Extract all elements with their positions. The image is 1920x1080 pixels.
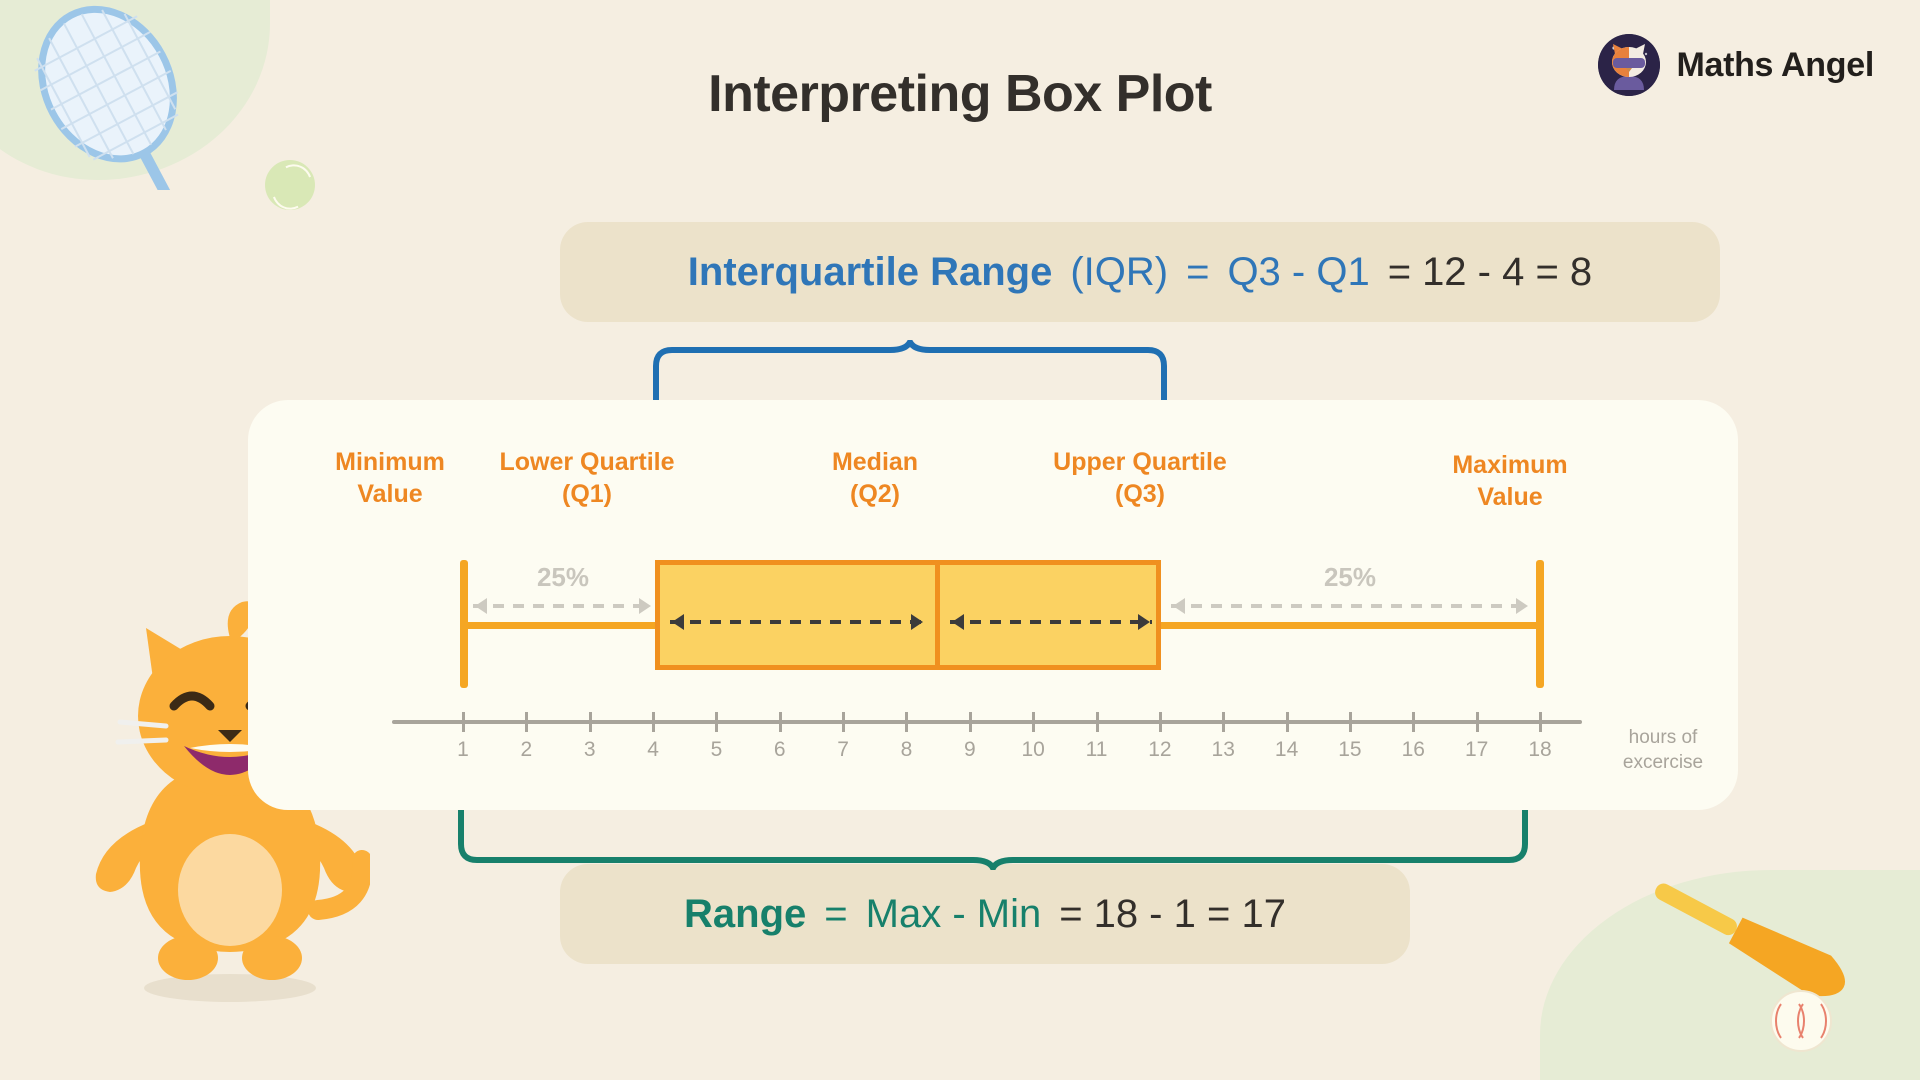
axis-tick-label: 7 — [837, 738, 849, 761]
axis-tick — [1539, 712, 1542, 732]
baseball-bat-icon — [1655, 883, 1846, 997]
median-to-q3-arrow — [950, 614, 1152, 630]
brand-logo: Maths Angel — [1598, 34, 1874, 96]
page-title: Interpreting Box Plot — [708, 65, 1212, 123]
axis-tick-label: 5 — [710, 738, 723, 761]
iqr-equals-1: = — [1186, 249, 1210, 294]
axis-tick-label: 17 — [1464, 738, 1489, 761]
percent-left: 25% — [536, 562, 590, 592]
axis-tick-label: 12 — [1148, 738, 1172, 761]
axis-tick — [905, 712, 909, 732]
axis-tick — [1475, 712, 1479, 732]
left-quarter-arrow — [473, 598, 653, 614]
range-brace — [458, 800, 1528, 870]
range-name: Range — [684, 891, 807, 936]
axis-tick — [715, 712, 719, 732]
box-iqr — [655, 560, 1161, 670]
iqr-brace — [653, 340, 1167, 410]
axis-tick-label: 14 — [1274, 738, 1299, 761]
range-numeric-result: 18 - 1 = 17 — [1093, 891, 1286, 936]
minimum-cap — [460, 560, 468, 688]
axis-tick-label: 2 — [520, 738, 533, 761]
axis-tick — [652, 712, 656, 732]
axis-tick — [462, 712, 465, 732]
baseball-icon — [1770, 990, 1832, 1052]
axis-tick-label: 4 — [647, 738, 659, 761]
iqr-name: Interquartile Range — [687, 249, 1053, 294]
axis-tick-label: 13 — [1211, 738, 1235, 761]
right-quarter-arrow — [1171, 598, 1530, 614]
axis-tick — [1412, 712, 1416, 732]
range-formula-bar: Range = Max - Min = 18 - 1 = 17 — [560, 864, 1410, 964]
iqr-expression: Q3 - Q1 — [1227, 249, 1370, 294]
logo-text: Maths Angel — [1676, 45, 1874, 84]
axis-tick — [778, 712, 782, 732]
range-expression: Max - Min — [865, 891, 1042, 936]
iqr-formula-bar: Interquartile Range (IQR) = Q3 - Q1 = 12… — [560, 222, 1720, 322]
label-upper-quartile: Upper Quartile(Q3) — [1053, 448, 1227, 508]
q1-to-median-arrow — [670, 614, 925, 630]
axis-tick-label: 18 — [1528, 738, 1552, 761]
tennis-racket-icon — [34, 5, 186, 190]
tennis-ball-icon — [265, 160, 315, 210]
axis-tick-label: 1 — [457, 738, 469, 761]
axis-tick — [1158, 712, 1162, 732]
cat-mascot-icon — [1598, 34, 1661, 96]
range-equals-2: = — [1059, 891, 1083, 936]
axis-line — [392, 720, 1582, 724]
axis-tick — [968, 712, 972, 732]
maximum-cap — [1536, 560, 1544, 688]
axis-tick-label: 15 — [1338, 738, 1362, 761]
label-median: Median(Q2) — [831, 448, 919, 508]
axis-tick — [1095, 712, 1099, 732]
axis-tick-label: 16 — [1401, 738, 1425, 761]
label-lower-quartile: Lower Quartile(Q1) — [499, 448, 675, 508]
axis-tick-label: 6 — [773, 738, 786, 761]
axis-tick-label: 3 — [583, 738, 596, 761]
axis-tick-label: 8 — [900, 738, 913, 761]
axis-tick-label: 9 — [963, 738, 976, 761]
axis-tick — [1285, 712, 1289, 732]
axis-tick — [1222, 712, 1226, 732]
axis-tick — [842, 712, 846, 732]
iqr-numeric-result: 12 - 4 = 8 — [1422, 249, 1593, 294]
axis-tick-label: 11 — [1085, 738, 1108, 761]
axis-tick — [525, 712, 529, 732]
percent-right: 25% — [1323, 562, 1377, 592]
axis-tick — [1032, 712, 1036, 732]
axis-tick-label: 10 — [1021, 738, 1045, 761]
iqr-equals-2: = — [1387, 249, 1412, 294]
median-line — [935, 560, 940, 670]
range-equals-1: = — [824, 891, 848, 936]
axis-tick — [1348, 712, 1352, 732]
axis-tick — [588, 712, 592, 732]
iqr-abbrev: (IQR) — [1070, 249, 1169, 294]
